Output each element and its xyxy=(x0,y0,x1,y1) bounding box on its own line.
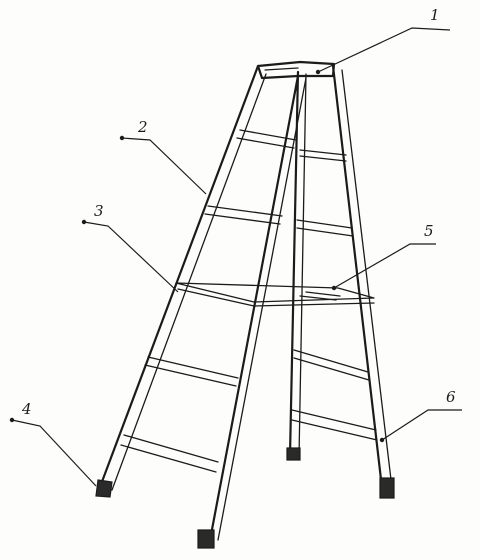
platform-tray xyxy=(175,282,375,307)
rear-frame xyxy=(286,64,395,499)
callout-1-label: 1 xyxy=(430,6,440,24)
callout-labels: 1 2 3 4 5 6 xyxy=(21,6,456,418)
callout-4-label: 4 xyxy=(21,400,32,418)
callout-3-label: 3 xyxy=(94,202,104,220)
callout-6-label: 6 xyxy=(446,388,456,406)
front-frame xyxy=(95,60,336,549)
front-left-foot xyxy=(95,479,113,498)
front-right-foot xyxy=(197,529,215,549)
rear-left-foot xyxy=(286,447,301,461)
callout-2-label: 2 xyxy=(137,118,148,136)
callout-leaders xyxy=(9,27,462,487)
callout-5-label: 5 xyxy=(424,222,434,240)
rear-right-foot xyxy=(379,477,395,499)
